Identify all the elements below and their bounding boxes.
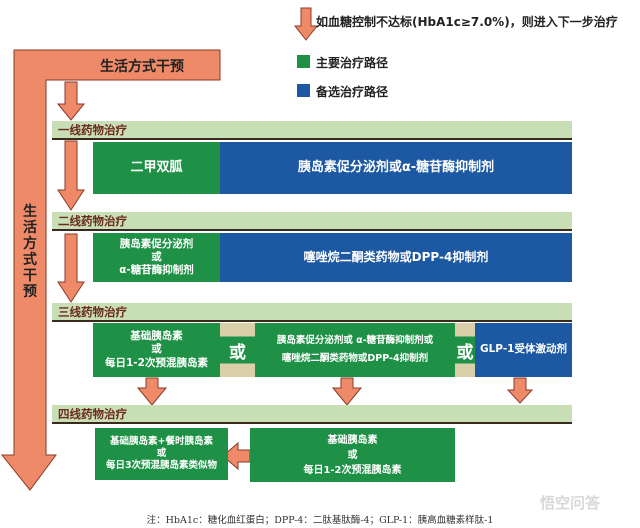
line2-primary-box: 胰岛素促分泌剂 或 α-糖苷酶抑制剂 <box>93 233 220 282</box>
line1-primary-box: 二甲双胍 <box>93 142 220 194</box>
line4-right-text-3: 每日1-2次预混胰岛素 <box>303 464 402 476</box>
line1-alternative-box: 胰岛素促分泌剂或α-糖苷酶抑制剂 <box>220 142 572 194</box>
line3-primary-b-box: 胰岛素促分泌剂或 α-糖苷酶抑制剂或 噻唑烷二酮类药物或DPP-4抑制剂 <box>255 323 455 377</box>
line2-header: 二线药物治疗 <box>52 212 572 231</box>
line2-primary-text-1: 胰岛素促分泌剂 <box>119 237 194 250</box>
legend-arrow-icon <box>293 7 319 41</box>
line2-primary-text-3: α-糖苷酶抑制剂 <box>119 264 194 277</box>
line4-right-text-1: 基础胰岛素 <box>327 434 378 446</box>
legend-alternative-swatch <box>297 84 310 97</box>
line3-primary-b-text-1: 胰岛素促分泌剂或 α-糖苷酶抑制剂或 <box>276 334 434 346</box>
line4-right-text-2: 或 <box>347 449 358 461</box>
footnote: 注：HbA1c：糖化血红蛋白；DPP-4：二肽基肽酶-4；GLP-1：胰高血糖素… <box>146 515 494 526</box>
line2-alternative-box: 噻唑烷二酮类药物或DPP-4抑制剂 <box>220 233 572 282</box>
line4-left-text-1: 基础胰岛素+餐时胰岛素 <box>110 436 213 448</box>
line3-alternative-text: GLP-1受体激动剂 <box>480 343 567 356</box>
arrow-line1-to-line2 <box>57 140 85 211</box>
arrow-line2-to-line3 <box>57 233 85 303</box>
line3-primary-a-box: 基础胰岛素 或 每日1-2次预混胰岛素 <box>93 323 220 377</box>
line4-right-box: 基础胰岛素 或 每日1-2次预混胰岛素 <box>250 428 455 482</box>
line2-primary-text-2: 或 <box>151 250 162 263</box>
arrow-line3a-to-line4 <box>136 377 168 406</box>
line3-alternative-box: GLP-1受体激动剂 <box>475 323 572 377</box>
legend-primary-swatch <box>297 55 310 68</box>
arrow-line3b-to-line4 <box>331 377 363 406</box>
line3-primary-a-text-1: 基础胰岛素 <box>130 330 183 343</box>
legend-arrow-text: 如血糖控制不达标(HbA1c≥7.0%)，则进入下一步治疗 <box>316 15 618 29</box>
lifestyle-vertical-label: 生活方式干预 <box>23 204 37 300</box>
line3-primary-a-text-2: 或 <box>151 343 162 356</box>
arrow-line3c-to-line4 <box>506 377 534 404</box>
line3-or-1: 或 <box>220 323 255 377</box>
line3-header: 三线药物治疗 <box>52 303 572 322</box>
line2-alternative-text: 噻唑烷二酮类药物或DPP-4抑制剂 <box>303 250 489 264</box>
lifestyle-horizontal-label: 生活方式干预 <box>100 59 184 75</box>
arrow-line4-right-to-left <box>222 441 251 471</box>
legend-alternative-label: 备选治疗路径 <box>316 85 389 99</box>
line4-header: 四线药物治疗 <box>52 405 572 424</box>
arrow-to-line1 <box>56 81 86 121</box>
line1-alternative-text: 胰岛素促分泌剂或α-糖苷酶抑制剂 <box>297 159 495 175</box>
line3-or-2: 或 <box>455 323 475 377</box>
lifestyle-l-arrow <box>0 49 221 491</box>
line4-left-box: 基础胰岛素+餐时胰岛素 或 每日3次预混胰岛素类似物 <box>95 428 228 480</box>
line3-primary-a-text-3: 每日1-2次预混胰岛素 <box>105 356 208 369</box>
line4-left-text-3: 每日3次预混胰岛素类似物 <box>105 459 218 471</box>
legend-primary-label: 主要治疗路径 <box>316 56 389 70</box>
line3-primary-b-text-2: 噻唑烷二酮类药物或DPP-4抑制剂 <box>281 353 429 364</box>
watermark: 悟空问答 <box>540 494 601 512</box>
line1-header: 一线药物治疗 <box>52 121 572 140</box>
line1-primary-text: 二甲双胍 <box>130 159 183 175</box>
line4-left-text-2: 或 <box>156 448 167 460</box>
